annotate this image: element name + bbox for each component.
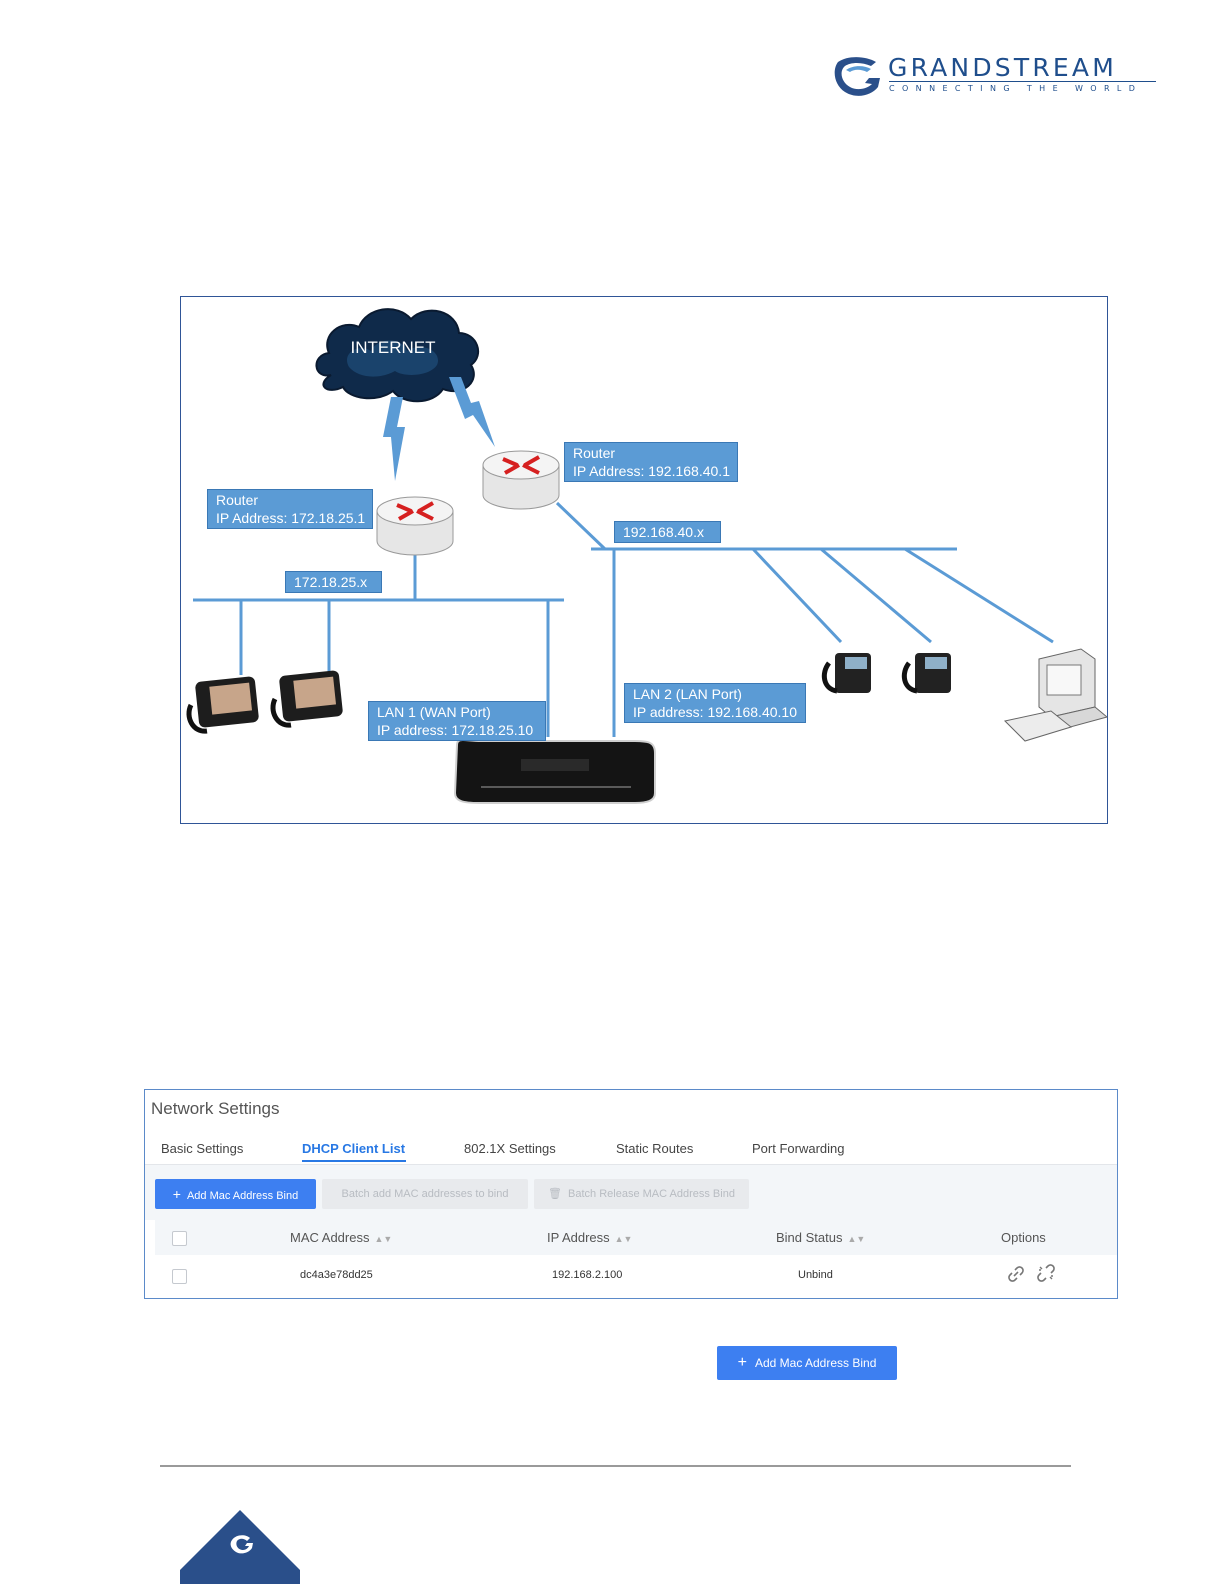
plus-icon: + [172, 1186, 181, 1202]
network-settings-panel: Network Settings Basic Settings DHCP Cli… [144, 1089, 1118, 1299]
tab-dhcp-client-list[interactable]: DHCP Client List [302, 1141, 406, 1156]
batch-release-mac-button[interactable]: 🗑Batch Release MAC Address Bind [534, 1179, 749, 1209]
ip-phone-1-icon [821, 653, 871, 694]
lan2-label: LAN 2 (LAN Port) IP address: 192.168.40.… [624, 683, 806, 723]
computer-icon [1003, 648, 1109, 742]
internet-label: INTERNET [351, 338, 436, 357]
network-lines [193, 501, 1054, 737]
brand-tagline: CONNECTING THE WORLD [889, 84, 1143, 93]
add-mac-address-bind-button-large[interactable]: +Add Mac Address Bind [717, 1346, 897, 1380]
tab-basic-settings[interactable]: Basic Settings [161, 1141, 244, 1156]
video-phone-2-icon [270, 670, 343, 728]
toolbar: +Add Mac Address Bind Batch add MAC addr… [145, 1165, 1117, 1220]
network-diagram: INTERNET [180, 296, 1109, 824]
row-status: Unbind [798, 1269, 833, 1281]
batch-add-mac-button[interactable]: Batch add MAC addresses to bind [322, 1179, 528, 1209]
router-right-icon [482, 450, 560, 510]
select-all-checkbox[interactable] [172, 1231, 187, 1246]
row-checkbox[interactable] [172, 1269, 187, 1284]
sort-icon: ▲▼ [614, 1234, 633, 1244]
lightning-bolt-left-icon [383, 397, 405, 481]
ip-phone-2-icon [901, 653, 951, 694]
footer-logo-icon [180, 1510, 300, 1584]
table-header: MAC Address▲▼ IP Address▲▼ Bind Status▲▼… [155, 1220, 1117, 1255]
active-tab-indicator [302, 1160, 406, 1162]
diagram-graphics: INTERNET [186, 308, 1109, 804]
column-ip-address[interactable]: IP Address▲▼ [547, 1230, 633, 1245]
table-row: dc4a3e78dd25 192.168.2.100 Unbind [155, 1256, 1117, 1296]
sort-icon: ▲▼ [847, 1234, 866, 1244]
column-mac-address[interactable]: MAC Address▲▼ [290, 1230, 393, 1245]
sort-icon: ▲▼ [374, 1234, 393, 1244]
grandstream-logo: GRANDSTREAM CONNECTING THE WORLD [834, 54, 1159, 98]
plus-icon: + [737, 1354, 747, 1371]
brand-name: GRANDSTREAM [888, 53, 1117, 82]
tab-8021x-settings[interactable]: 802.1X Settings [464, 1141, 556, 1156]
ucm-device-icon [453, 739, 656, 804]
unbind-link-icon[interactable] [1036, 1263, 1056, 1283]
tab-divider [145, 1164, 1117, 1165]
trash-icon: 🗑 [548, 1188, 563, 1200]
subnet-2-label: 192.168.40.x [614, 521, 721, 543]
row-ip: 192.168.2.100 [552, 1269, 623, 1281]
router-left-label: Router IP Address: 172.18.25.1 [207, 489, 373, 529]
router-right-label: Router IP Address: 192.168.40.1 [564, 442, 738, 482]
column-bind-status[interactable]: Bind Status▲▼ [776, 1230, 866, 1245]
panel-title: Network Settings [151, 1099, 280, 1118]
brand-rule [889, 81, 1156, 82]
grandstream-swoosh-icon [834, 57, 880, 96]
subnet-1-label: 172.18.25.x [285, 571, 382, 593]
column-options: Options [1001, 1230, 1046, 1245]
footer-divider [160, 1465, 1071, 1467]
bind-link-icon[interactable] [1006, 1264, 1026, 1284]
lan1-label: LAN 1 (WAN Port) IP address: 172.18.25.1… [368, 701, 546, 741]
internet-cloud-icon: INTERNET [315, 308, 480, 403]
lightning-bolt-right-icon [449, 377, 495, 447]
row-mac: dc4a3e78dd25 [300, 1269, 373, 1281]
tab-static-routes[interactable]: Static Routes [616, 1141, 694, 1156]
add-mac-address-bind-button[interactable]: +Add Mac Address Bind [155, 1179, 316, 1209]
router-left-icon [376, 496, 454, 556]
tab-port-forwarding[interactable]: Port Forwarding [752, 1141, 845, 1156]
video-phone-1-icon [186, 676, 259, 734]
